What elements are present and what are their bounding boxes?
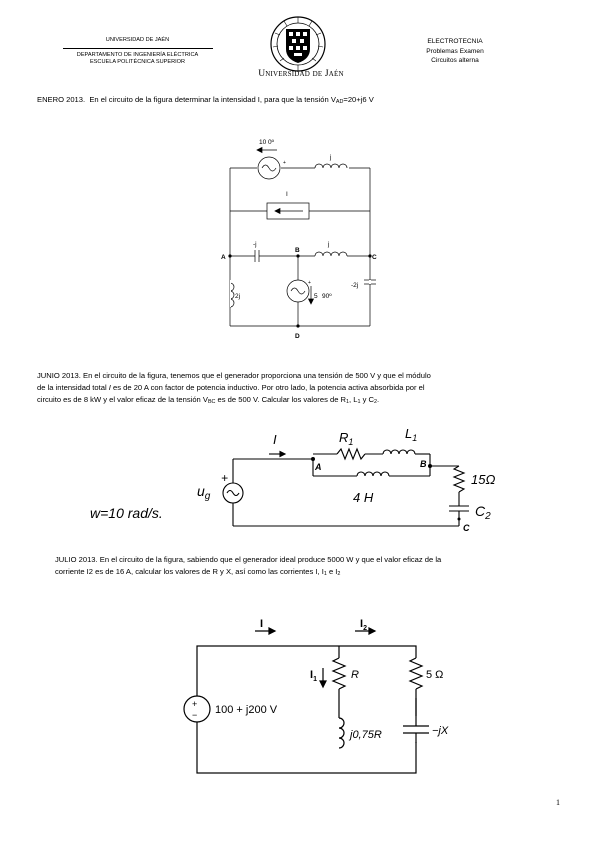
problem3-line1: JULIO 2013. En el circuito de la figura,… (55, 554, 565, 566)
problem1-text: En el circuito de la figura determinar l… (89, 95, 336, 104)
fig2-r1: R1 (339, 430, 353, 447)
fig1-source-label: 10 (259, 139, 267, 146)
problem3-text-2b: e I (326, 567, 338, 576)
fig2-node-c: C (463, 523, 470, 533)
fig2-current: I (273, 432, 277, 447)
fig2-omega: w=10 rad/s. (90, 505, 163, 521)
fig3-minus: − (192, 710, 197, 720)
problem3-text-1: En el circuito de la figura, sabiendo qu… (99, 555, 442, 564)
circuit-figure-1: 10 0º + j I -j j A B C D 2j -2j 5 90º + (221, 139, 377, 340)
problem2-text-2b: es de 20 A con factor de potencia induct… (110, 383, 425, 392)
fig2-source: ug (197, 483, 211, 502)
fig1-source-angle: 0º (268, 139, 275, 146)
problem1-sub: AD (335, 99, 344, 105)
problem2-text-end: . (376, 395, 380, 404)
header-rule (62, 48, 213, 49)
fig1-node-c: C (372, 254, 377, 261)
course-name: ELECTROTECNIA (427, 38, 483, 45)
problem2-text-2i: I (108, 383, 111, 392)
fig2-resistor: 15Ω (471, 472, 495, 487)
problem3-heading: JULIO 2013. (55, 555, 98, 564)
fig1-mid-source-angle: 90º (322, 293, 332, 300)
header-right: ELECTROTECNIA Problemas Examen Circuitos… (400, 37, 510, 66)
problem3-statement: JULIO 2013. En el circuito de la figura,… (55, 554, 565, 578)
fig1-cap-left: -j (253, 241, 257, 248)
problem2-text-1: En el circuito de la figura, tenemos que… (83, 371, 431, 380)
fig2-l1: L1 (405, 426, 417, 443)
fig3-plus: + (192, 699, 197, 709)
problem2-text-c: y C (360, 395, 374, 404)
fig1-right-impedance: -2j (351, 282, 358, 289)
fig1-ind-mid: j (327, 241, 329, 248)
circuit-figure-2: w=10 rad/s. I ug + R1 L1 A B C 4 H 15Ω C… (90, 426, 495, 533)
fig3-r5: 5 Ω (426, 669, 443, 681)
fig3-rl: j0,75R (348, 729, 382, 741)
page-number: 1 (556, 798, 560, 807)
fig2-node-a: A (314, 462, 322, 472)
fig1-node-a: A (221, 254, 226, 261)
problem2-sub-c: 2 (373, 399, 377, 405)
fig1-mid-source-label: 5 (314, 293, 318, 300)
problem2-text-3b: es de 500 V. Calcular los valores de R (215, 395, 347, 404)
topic-name: Circuitos alterna (431, 57, 479, 64)
problem2-line3: circuito es de 8 kW y el valor eficaz de… (37, 394, 562, 406)
fig1-left-impedance: 2j (235, 293, 240, 300)
problem2-line2: de la intensidad total I es de 20 A con … (37, 382, 562, 394)
exam-type: Problemas Examen (426, 47, 484, 55)
problem3-sub-1: 1 (323, 571, 327, 577)
problem3-text-2a: corriente I2 es de 16 A, calcular los va… (55, 567, 324, 576)
fig1-source-plus: + (283, 160, 286, 166)
fig2-node-b: B (420, 459, 427, 469)
problem2-text-2a: de la intensidad total (37, 383, 109, 392)
problem1-text-end: =20+j6 V (343, 95, 374, 104)
fig3-current-i1: I1 (310, 669, 317, 683)
fig1-node-d: D (295, 333, 300, 340)
university-seal-icon (270, 16, 326, 72)
problem1-statement: ENERO 2013. En el circuito de la figura … (37, 94, 562, 106)
fig1-mid-source-plus: + (308, 280, 311, 286)
problem2-text-3a: circuito es de 8 kW y el valor eficaz de… (37, 395, 208, 404)
fig3-current-i: I (260, 618, 263, 630)
problem2-sub-l: 1 (357, 399, 361, 405)
problem2-line1: JUNIO 2013. En el circuito de la figura,… (37, 370, 562, 382)
problem2-heading: JUNIO 2013. (37, 371, 81, 380)
fig3-source: 100 + j200 V (215, 704, 278, 716)
header-left: UNIVERSIDAD DE JAÉN DEPARTAMENTO DE INGE… (55, 37, 220, 66)
problem2-sub-bc: BC (207, 399, 216, 405)
problem1-heading: ENERO 2013. (37, 95, 86, 104)
fig3-current-i2: I2 (360, 618, 367, 632)
logo-text: Universidad de Jaén (258, 69, 344, 79)
fig3-r: R (351, 669, 359, 681)
university-name: UNIVERSIDAD DE JAÉN (105, 37, 170, 43)
fig1-current-label: I (286, 191, 288, 198)
circuit-figure-3: I I2 I1 + − 100 + j200 V R j0,75R 5 Ω −j… (183, 618, 449, 774)
problem2-text-l: , L (349, 395, 358, 404)
problem2-sub-r: 1 (346, 399, 350, 405)
fig1-top-impedance: j (329, 154, 331, 161)
school-name: ESCUELA POLITÉCNICA SUPERIOR (89, 59, 186, 65)
department-name: DEPARTAMENTO DE INGENIERÍA ELÉCTRICA (76, 52, 199, 58)
fig3-cap: −jX (432, 725, 449, 737)
problem3-sub-2: 2 (337, 571, 341, 577)
fig1-node-b: B (295, 247, 300, 254)
fig2-cap: C2 (475, 503, 491, 522)
problem2-statement: JUNIO 2013. En el circuito de la figura,… (37, 370, 562, 406)
fig2-plus: + (221, 471, 228, 485)
fig2-inductor: 4 H (353, 490, 374, 505)
problem3-line2: corriente I2 es de 16 A, calcular los va… (55, 566, 565, 578)
